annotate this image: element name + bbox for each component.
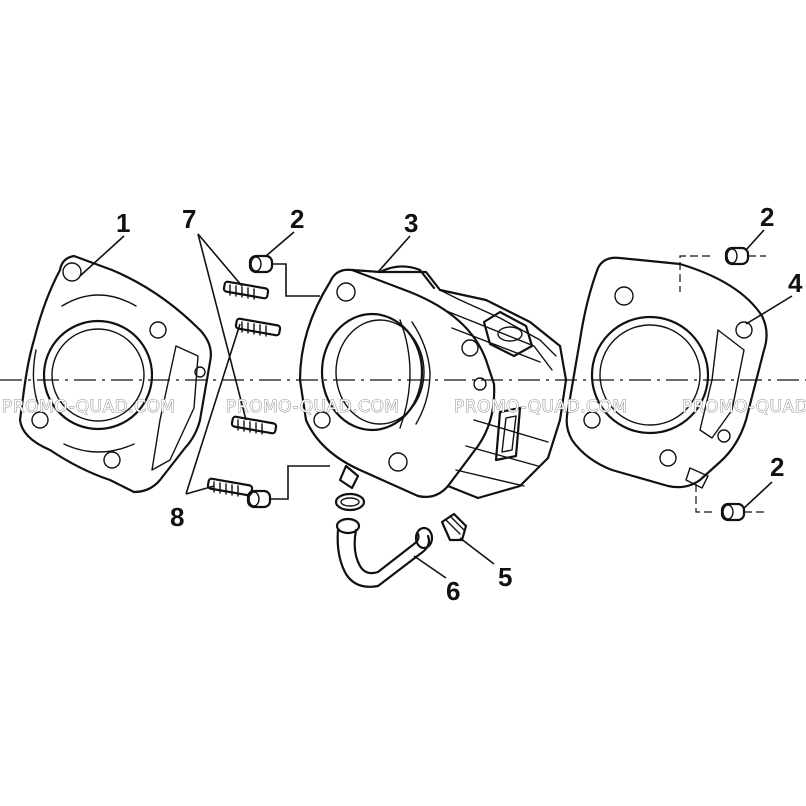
stud-upper-outer (222, 280, 270, 300)
banjo-bolt (440, 512, 468, 542)
leader-8-b (185, 485, 215, 495)
dowel-guide-upper-left (272, 263, 320, 297)
callout-2-upper-left: 2 (290, 204, 304, 234)
watermark-3: PROMO-QUAD.COM (454, 397, 628, 417)
callout-2-upper-right: 2 (760, 202, 774, 232)
dowel-pin-lower-right (720, 502, 746, 522)
leader-2-upper-left (265, 231, 295, 257)
callout-2-lower-right: 2 (770, 452, 784, 482)
leader-1 (79, 235, 125, 277)
base-gasket (18, 254, 212, 494)
dowel-guide-lower-right (695, 482, 712, 513)
dowel-guide-lower-left (270, 465, 330, 500)
dowel-pin-upper-left (248, 254, 274, 274)
leader-7-a (197, 233, 243, 287)
stud-lower-outer (206, 477, 254, 497)
leader-2-upper-right (745, 229, 765, 251)
dowel-pin-lower-left (246, 489, 272, 509)
oil-pipe (335, 517, 434, 588)
dowel-guide-upper-right (679, 255, 710, 292)
leader-8-a (185, 323, 241, 495)
head-gasket (565, 256, 768, 489)
callout-1: 1 (116, 208, 130, 238)
callout-6: 6 (446, 576, 460, 606)
leader-6 (413, 555, 447, 579)
callout-8: 8 (170, 502, 184, 532)
watermark-1: PROMO-QUAD.COM (2, 397, 176, 417)
leader-3 (377, 235, 411, 273)
hose-clamp (334, 492, 366, 512)
dowel-pin-upper-right (724, 246, 750, 266)
watermark-4: PROMO-QUAD.COM (682, 397, 806, 417)
leader-5 (459, 537, 495, 565)
callout-3: 3 (404, 208, 418, 238)
stud-upper-inner (234, 317, 282, 337)
callout-5: 5 (498, 562, 512, 592)
callout-4: 4 (788, 268, 803, 298)
stud-lower-inner (230, 415, 278, 435)
callout-7: 7 (182, 204, 196, 234)
leader-4 (745, 295, 793, 325)
leader-7-b (197, 233, 247, 421)
leader-2-lower-right (743, 481, 773, 509)
watermark-2: PROMO-QUAD.COM (226, 397, 400, 417)
cylinder-block (298, 265, 568, 500)
